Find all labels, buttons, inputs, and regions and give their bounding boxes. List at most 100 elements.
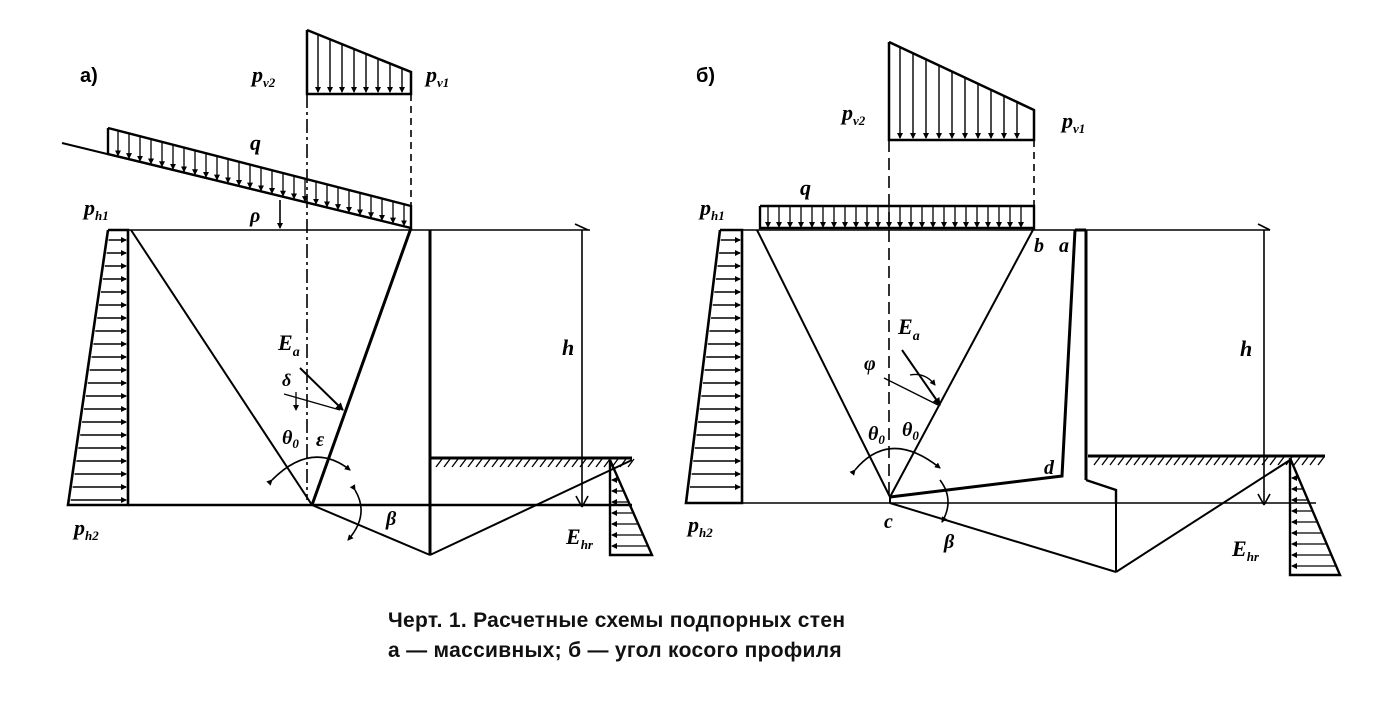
ground-hatch [483, 458, 491, 468]
ground-hatch [1189, 456, 1197, 466]
panel-a-beta-arc [347, 484, 362, 541]
ground-hatch [571, 458, 579, 468]
panel-a-wall-back [310, 227, 413, 506]
a-ea-label: Ea [277, 330, 300, 360]
panel-b-vertical-load [887, 40, 1036, 142]
panel-b-angle-profile-wall: б) [684, 40, 1342, 577]
caption-line-1: Черт. 1. Расчетные схемы подпорных стен [388, 609, 846, 632]
ground-hatch [1221, 456, 1229, 466]
ground-hatch [1093, 456, 1101, 466]
ground-hatch [531, 458, 539, 468]
a-beta-label: β [385, 508, 397, 530]
panel-b-passive-pressure [1288, 457, 1342, 577]
a-pv2-label: pv2 [250, 62, 276, 90]
ground-hatch [627, 458, 635, 468]
b-ph1-label: ph1 [698, 195, 725, 223]
b-ehr-label: Ehr [1231, 536, 1260, 564]
b-ph2-label: ph2 [686, 512, 713, 540]
ground-hatch [595, 458, 603, 468]
a-theta-label: θ0 [282, 427, 299, 451]
panel-a-massive-wall: а) [61, 28, 654, 557]
panel-a-inclined-load-q [61, 126, 413, 230]
a-rho-label: ρ [249, 205, 260, 227]
panel-b-tag: б) [696, 65, 715, 87]
a-eps-label: ε [316, 429, 325, 451]
ground-hatch [1253, 456, 1261, 466]
ground-hatch [523, 458, 531, 468]
b-theta1-label: θ0 [868, 423, 885, 447]
b-theta2-label: θ0 [902, 419, 919, 443]
ground-hatch [1317, 456, 1325, 466]
b-q-label: q [800, 175, 811, 200]
ground-hatch [1133, 456, 1141, 466]
ground-hatch [443, 458, 451, 468]
ground-hatch [1197, 456, 1205, 466]
a-ehr-label: Ehr [565, 524, 594, 552]
ground-hatch [1109, 456, 1117, 466]
ground-hatch [1205, 456, 1213, 466]
ground-hatch [1269, 456, 1277, 466]
a-ph2-label: ph2 [72, 515, 99, 543]
b-point-a: a [1059, 235, 1069, 257]
ground-hatch [1237, 456, 1245, 466]
panel-a-ea-arrow [299, 367, 344, 411]
ground-hatch [619, 458, 627, 468]
ground-hatch [1157, 456, 1165, 466]
ground-hatch [451, 458, 459, 468]
panel-a-slip-line [130, 229, 313, 506]
ground-hatch [1101, 456, 1109, 466]
ground-hatch [1173, 456, 1181, 466]
panel-b-theta-arc [849, 447, 941, 476]
ground-hatch [1125, 456, 1133, 466]
ground-hatch [459, 458, 467, 468]
ground-hatch [579, 458, 587, 468]
b-h-label: h [1240, 336, 1252, 361]
ground-hatch [475, 458, 483, 468]
ground-hatch [1245, 456, 1253, 466]
a-pv1-label: pv1 [424, 62, 449, 90]
ground-hatch [1181, 456, 1189, 466]
ground-hatch [547, 458, 555, 468]
ground-hatch [1301, 456, 1309, 466]
a-ph1-label: ph1 [82, 195, 109, 223]
panel-a-horizontal-pressure [66, 228, 130, 507]
b-pv1-label: pv1 [1060, 108, 1085, 136]
a-h-label: h [562, 335, 574, 360]
ground-hatch [587, 458, 595, 468]
ground-hatch [555, 458, 563, 468]
ground-hatch [491, 458, 499, 468]
ground-hatch [1229, 456, 1237, 466]
ground-hatch [539, 458, 547, 468]
panel-b-labels: pv2 pv1 q ph1 ph2 b a Ea φ θ0 θ0 d c β h… [686, 100, 1260, 564]
ground-hatch [1165, 456, 1173, 466]
b-point-c: c [884, 511, 893, 533]
a-delta-label: δ [282, 370, 291, 390]
ground-hatch [1309, 456, 1317, 466]
ground-hatch [1277, 456, 1285, 466]
ground-hatch [467, 458, 475, 468]
b-point-d: d [1044, 457, 1055, 479]
ground-hatch [563, 458, 571, 468]
panel-a-ground-surface [430, 456, 635, 468]
retaining-wall-diagrams: а) [61, 28, 1342, 577]
panel-b-wall-stem [889, 229, 1077, 499]
ground-hatch [1293, 456, 1301, 466]
panel-b-ea-arrow [901, 349, 941, 406]
panel-b-slip-line-left [756, 229, 891, 498]
ground-hatch [1261, 456, 1269, 466]
figure-caption: Черт. 1. Расчетные схемы подпорных стен … [388, 606, 845, 666]
caption-line-2: а — массивных; б — угол косого профиля [388, 639, 842, 662]
ground-hatch [435, 458, 443, 468]
b-phi-label: φ [864, 353, 876, 375]
b-ea-label: Ea [897, 314, 920, 344]
panel-a-vertical-load [305, 28, 413, 96]
ground-hatch [507, 458, 515, 468]
a-q-label: q [250, 130, 261, 155]
b-point-b: b [1034, 235, 1044, 257]
ground-hatch [1149, 456, 1157, 466]
ground-hatch [1213, 456, 1221, 466]
b-beta-label: β [943, 531, 955, 553]
b-pv2-label: pv2 [840, 100, 866, 128]
panel-b-ground-surface [1088, 454, 1325, 466]
panel-a-theta-arc [266, 456, 351, 486]
